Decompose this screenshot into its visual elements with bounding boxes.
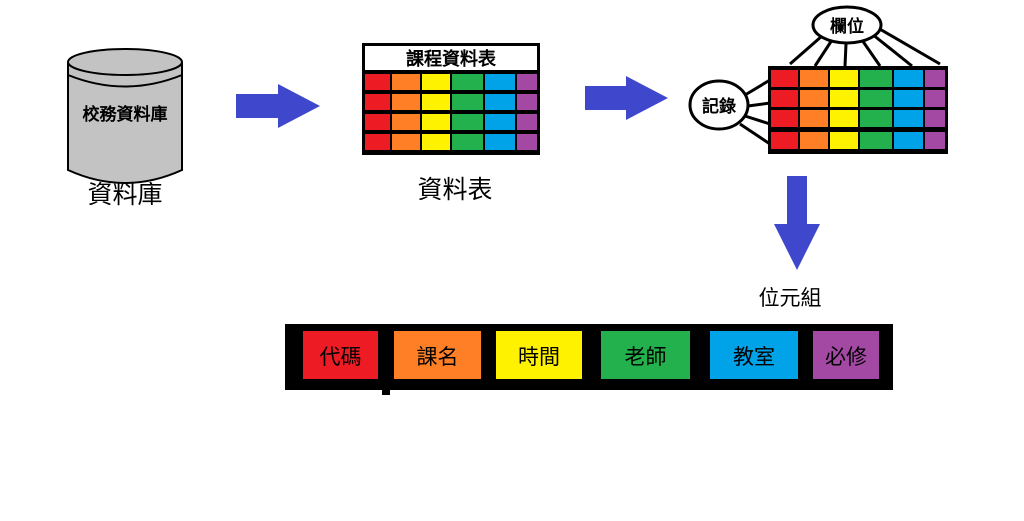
database-cylinder-label: 校務資料庫 (83, 104, 168, 125)
table-cell (517, 94, 537, 110)
detail-cell (830, 110, 858, 127)
detail-cell (800, 110, 828, 127)
record-field-cell (813, 331, 879, 379)
table-cell (452, 114, 483, 130)
field-label: 欄位 (830, 16, 864, 37)
database-cylinder: 校務資料庫 (67, 48, 183, 184)
table-cell (422, 134, 450, 150)
record-field-label: 必修 (825, 345, 867, 369)
record-field-label: 老師 (625, 345, 667, 369)
detail-cell (860, 110, 892, 127)
record-field-cell (601, 331, 690, 379)
table-cell (517, 134, 537, 150)
record-field-cell (303, 331, 378, 379)
detail-cell (800, 70, 828, 87)
table-cell (365, 134, 390, 150)
detail-cell (800, 90, 828, 107)
table-cell (365, 94, 390, 110)
table-cell (365, 74, 390, 90)
detail-table: 欄位 記錄 (688, 5, 948, 154)
table-cell (452, 74, 483, 90)
detail-table-grid (771, 70, 945, 149)
detail-cell (830, 70, 858, 87)
detail-cell (771, 70, 798, 87)
course-table: 課程資料表 (362, 43, 540, 155)
table-cell (392, 94, 420, 110)
detail-cell (771, 132, 798, 149)
course-table-header: 課程資料表 (406, 48, 497, 70)
record-field-label: 代碼 (320, 345, 362, 369)
record-field-cell (394, 331, 481, 379)
detail-cell (800, 132, 828, 149)
detail-cell (830, 90, 858, 107)
arrow-table-to-detail (585, 76, 668, 120)
detail-cell (925, 110, 945, 127)
table-cell (422, 74, 450, 90)
detail-cell (830, 132, 858, 149)
arrow-db-to-table (236, 84, 320, 128)
record-strip: 代碼 課名 時間 老師 教室 必修 (285, 324, 893, 395)
arrow-down-to-tuple (774, 176, 820, 270)
detail-cell (925, 90, 945, 107)
course-table-grid (365, 74, 537, 150)
field-callout-lines (789, 26, 941, 68)
tuple-caption: 位元組 (759, 286, 822, 310)
detail-cell (894, 110, 923, 127)
record-field-cell (710, 331, 798, 379)
detail-cell (860, 132, 892, 149)
detail-cell (925, 70, 945, 87)
record-field-cell (496, 331, 582, 379)
record-field-label: 課名 (417, 345, 459, 369)
table-cell (452, 134, 483, 150)
table-cell (485, 94, 515, 110)
table-cell (485, 114, 515, 130)
table-cell (517, 74, 537, 90)
record-label: 記錄 (702, 96, 736, 117)
record-field-cells: 代碼 課名 時間 老師 教室 必修 (303, 331, 879, 379)
detail-cell (860, 70, 892, 87)
record-callout-lines (739, 78, 771, 146)
detail-cell (771, 90, 798, 107)
detail-cell (860, 90, 892, 107)
detail-cell (925, 132, 945, 149)
table-cell (517, 114, 537, 130)
database-caption: 資料庫 (87, 180, 162, 209)
table-cell (452, 94, 483, 110)
detail-cell (771, 110, 798, 127)
table-cell (422, 114, 450, 130)
table-cell (485, 74, 515, 90)
record-field-label: 時間 (518, 345, 560, 369)
table-cell (365, 114, 390, 130)
table-cell (392, 134, 420, 150)
detail-cell (894, 132, 923, 149)
table-cell (392, 74, 420, 90)
detail-cell (894, 70, 923, 87)
record-field-label: 教室 (733, 345, 775, 369)
detail-cell (894, 90, 923, 107)
table-caption: 資料表 (417, 175, 492, 204)
table-cell (422, 94, 450, 110)
table-cell (392, 114, 420, 130)
table-cell (485, 134, 515, 150)
